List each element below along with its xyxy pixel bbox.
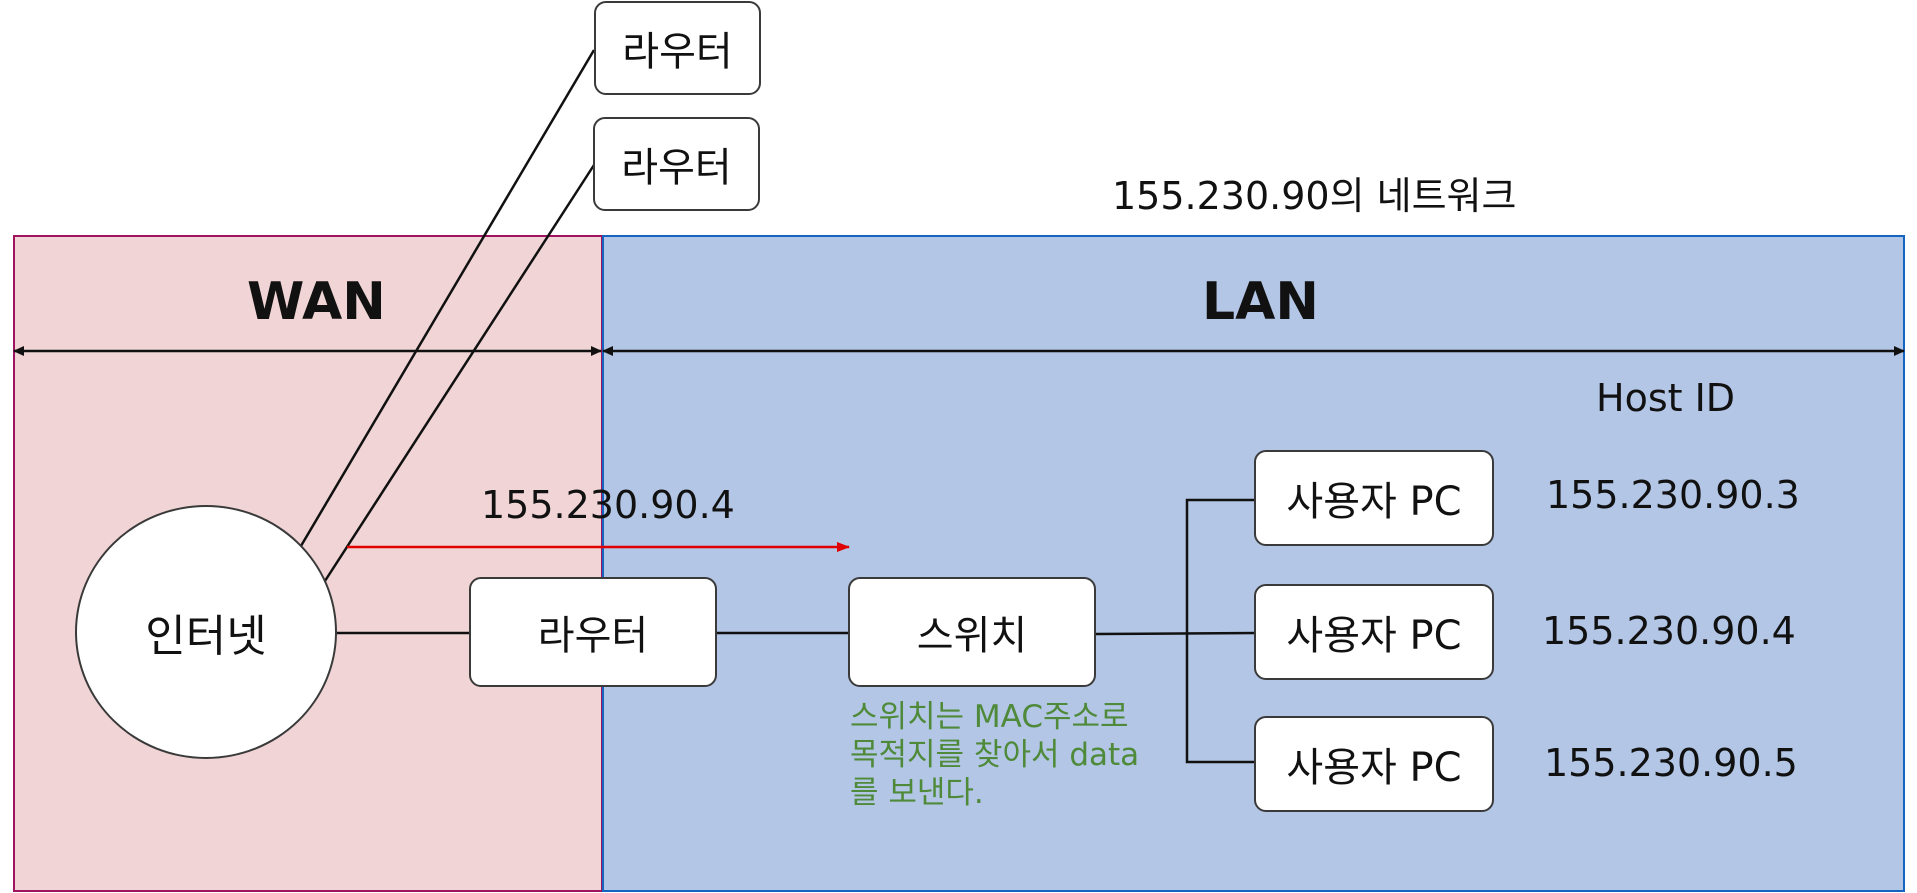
pc-bus [1185,498,1256,764]
switch-note-line-1: 스위치는 MAC주소로 [850,699,1129,735]
arrow-ip-label: 155.230.90.4 [481,483,735,527]
link-switch-bus [1095,631,1257,636]
internet-node: 인터넷 [75,505,337,759]
wan-label: WAN [247,272,386,332]
link-internet-top-router [296,49,596,552]
lan-zone [602,235,1905,892]
switch-note: 스위치는 MAC주소로 목적지를 찾아서 data 를 보낸다. [850,698,1139,812]
user-pc-2: 사용자 PC [1254,584,1494,680]
network-title: 155.230.90의 네트워크 [1112,174,1517,218]
user-pc-3: 사용자 PC [1254,716,1494,812]
host-id-label: Host ID [1596,376,1736,420]
main-router: 라우터 [469,577,717,687]
switch-node: 스위치 [848,577,1096,687]
pc-2-ip: 155.230.90.4 [1542,609,1796,653]
pc-3-ip: 155.230.90.5 [1544,741,1798,785]
switch-note-line-2: 목적지를 찾아서 data [850,737,1140,773]
user-pc-1: 사용자 PC [1254,450,1494,546]
outer-router-2: 라우터 [593,117,760,211]
lan-label: LAN [1202,272,1319,332]
pc-1-ip: 155.230.90.3 [1546,473,1800,517]
switch-note-line-3: 를 보낸다. [850,775,984,811]
link-internet-second-router [321,164,596,585]
outer-router-1: 라우터 [594,1,761,95]
